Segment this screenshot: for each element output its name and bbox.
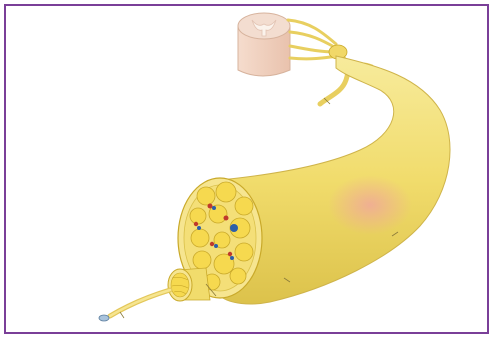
spinal-cord-segment [238, 13, 290, 76]
artery [208, 204, 213, 209]
artery [228, 252, 232, 256]
fascicle [191, 229, 209, 247]
fascicle [190, 208, 206, 224]
vein [214, 244, 218, 248]
vein [197, 226, 201, 230]
fascicle [193, 251, 211, 269]
fascicle [216, 182, 236, 202]
extracted-fascicle [168, 268, 210, 301]
artery [194, 222, 198, 226]
vein [212, 206, 216, 210]
fascicle [197, 187, 215, 205]
vein [230, 256, 234, 260]
axon-fiber [99, 290, 170, 321]
fascicle [235, 243, 253, 261]
fascicle [230, 268, 246, 284]
fascicle [235, 197, 253, 215]
vascular-flush [328, 175, 412, 235]
axon-end [99, 315, 109, 321]
vein [230, 224, 238, 232]
artery [210, 242, 214, 246]
artery [224, 216, 229, 221]
